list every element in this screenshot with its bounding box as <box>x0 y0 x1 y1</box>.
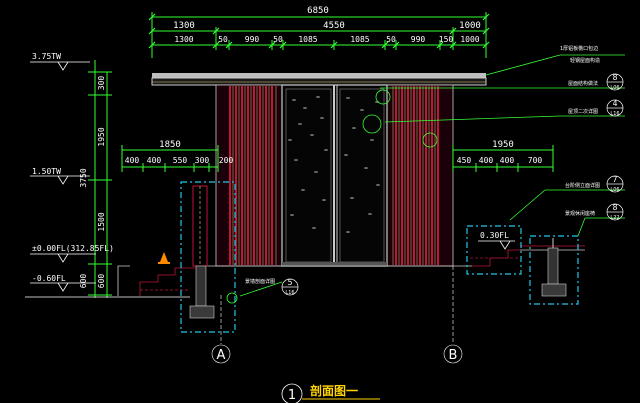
dim-left-3: 550 <box>173 156 188 165</box>
dim-right-overall: 1950 <box>492 140 514 150</box>
tag-8-bottom: L06 <box>610 85 619 91</box>
level-3-75tw: 3.75TW <box>32 52 61 61</box>
dim-row2-7: 50 <box>386 35 396 44</box>
dim-right-1: 450 <box>457 156 472 165</box>
dim-left-1: 400 <box>125 156 140 165</box>
tag-5-top: 5 <box>288 278 293 287</box>
detail-box-b <box>466 225 579 305</box>
roof <box>151 73 487 86</box>
section-number: 1 <box>288 388 296 403</box>
dim-left-overall: 1850 <box>159 140 181 150</box>
left-vertical-dimensions <box>88 60 112 298</box>
dim-row2-9: 150 <box>439 35 454 44</box>
annotation-roof-structure: 屋面结构做法 <box>568 80 598 87</box>
section-title <box>281 383 380 403</box>
dim-row2-2: 50 <box>218 35 228 44</box>
annotation-eave-sub: 轻钢屋面构造 <box>570 57 600 64</box>
tag-7-bottom: L06 <box>610 187 619 193</box>
dim-row1-left: 1300 <box>173 21 195 31</box>
dim-left-2: 400 <box>147 156 162 165</box>
annotation-eave: 1厚铝板檐口包边 <box>560 45 598 52</box>
dim-right-2: 400 <box>479 156 494 165</box>
dim-left-4: 300 <box>195 156 210 165</box>
tag-8-top: 8 <box>613 73 618 82</box>
grid-axis-b: B <box>449 348 458 363</box>
dim-overall-width: 6850 <box>307 6 329 16</box>
right-wall <box>386 84 454 267</box>
annotation-step-detail: 台阶侧立面详图 <box>565 182 600 189</box>
grid-axes <box>211 266 463 364</box>
dim-right-3: 400 <box>500 156 515 165</box>
traffic-cone <box>158 252 170 264</box>
tag-8b-bottom: L22 <box>610 215 619 221</box>
index-tags <box>281 73 624 296</box>
level-minus-0-60fl: -0.60FL <box>32 274 66 283</box>
dim-row2-8: 990 <box>411 35 426 44</box>
detail-box-a <box>180 181 236 333</box>
level-0-30fl: 0.30FL <box>480 231 509 240</box>
dim-row1-right: 1000 <box>459 21 481 31</box>
top-dimensions <box>151 12 487 58</box>
ground-and-steps <box>25 245 585 298</box>
tag-4-bottom: L16 <box>610 111 619 117</box>
annotation-bench: 景观休闲座椅 <box>565 210 595 217</box>
annotation-wall-section: 景墙剖面详图 <box>245 278 275 285</box>
side-dimensions <box>121 145 554 172</box>
dim-right-4: 700 <box>528 156 543 165</box>
dim-row2-1: 1300 <box>174 35 193 44</box>
dim-left-5: 200 <box>219 156 234 165</box>
tag-7-top: 7 <box>613 175 618 184</box>
tag-8b-top: 8 <box>613 203 618 212</box>
top-dimension-ticks <box>148 13 490 49</box>
level-0-00fl: ±0.00FL(312.85FL) <box>32 244 114 253</box>
dim-row2-4: 50 <box>273 35 283 44</box>
level-1-50tw: 1.50TW <box>32 167 61 176</box>
vdim-1500: 1500 <box>97 212 106 231</box>
dim-row2-10: 1000 <box>460 35 479 44</box>
level-0-30fl-marker <box>478 240 515 250</box>
left-wall <box>215 84 283 267</box>
dim-row2-3: 990 <box>245 35 260 44</box>
section-title-text: 剖面图一 <box>310 383 358 398</box>
level-markers <box>30 61 96 292</box>
annotation-roof-detail: 屋顶二次详图 <box>568 108 598 115</box>
dim-row2-5: 1085 <box>298 35 317 44</box>
vdim-1950: 1950 <box>97 127 106 146</box>
vdim-300: 300 <box>97 76 106 91</box>
tag-4-top: 4 <box>613 99 618 108</box>
vdim-600-b: 600 <box>97 274 106 289</box>
dim-row2-6: 1085 <box>350 35 369 44</box>
dim-row1-middle: 4550 <box>323 21 345 31</box>
tag-5-bottom: L16 <box>285 290 294 296</box>
grid-axis-a: A <box>217 348 226 363</box>
glass-doors <box>281 84 388 267</box>
vdim-3750: 3750 <box>79 168 88 187</box>
detail-callout-circles <box>226 89 438 304</box>
vdim-600-a: 600 <box>79 274 88 289</box>
